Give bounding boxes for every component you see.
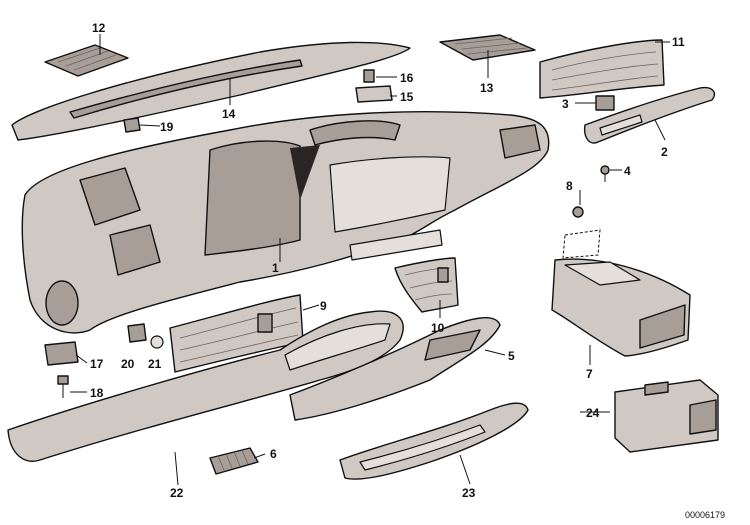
callout-6: 6 (270, 447, 277, 461)
part-18-screw (57, 375, 69, 398)
callout-2: 2 (661, 145, 668, 159)
part-3-clip (595, 95, 615, 111)
part-17-clip (44, 341, 79, 366)
callout-9: 9 (320, 299, 327, 313)
part-24-module (614, 379, 719, 453)
callout-14: 14 (222, 107, 236, 121)
part-22-lower-trim (7, 310, 404, 462)
part-15-bracket (355, 85, 393, 103)
callout-21: 21 (148, 357, 162, 371)
callout-17: 17 (90, 357, 104, 371)
callout-5: 5 (508, 349, 515, 363)
part-19-plug (123, 117, 141, 133)
callout-16: 16 (400, 71, 414, 85)
part-12-speaker-grille (44, 44, 129, 77)
part-16-bolt (363, 69, 375, 83)
callout-23: 23 (462, 486, 476, 500)
part-8-screw (562, 206, 601, 259)
part-11-wood-trim (539, 39, 665, 99)
callout-12: 12 (92, 21, 106, 35)
callout-22: 22 (170, 486, 184, 500)
part-2-right-trim (583, 86, 716, 144)
part-13-speaker-grille (439, 34, 536, 61)
part-4-screw (600, 165, 610, 182)
callout-4: 4 (624, 164, 631, 178)
part-23-floor-console (339, 402, 529, 480)
callout-labels: 1 2 3 4 5 6 7 8 9 10 11 12 13 14 15 16 1… (90, 21, 685, 500)
callout-13: 13 (480, 81, 494, 95)
part-21-ring (150, 335, 164, 349)
part-20-knob (127, 323, 147, 343)
part-1-dashboard (21, 111, 550, 334)
callout-3: 3 (562, 97, 569, 111)
callout-1: 1 (272, 261, 279, 275)
reference-number: 00006179 (685, 510, 725, 520)
callout-24: 24 (586, 406, 600, 420)
callout-19: 19 (160, 120, 174, 134)
part-5-console-trim (289, 317, 501, 421)
callout-18: 18 (90, 386, 104, 400)
part-7-glovebox (551, 258, 691, 357)
callout-20: 20 (121, 357, 135, 371)
callout-15: 15 (400, 90, 414, 104)
leader-lines (70, 34, 670, 486)
callout-8: 8 (566, 179, 573, 193)
callout-11: 11 (672, 35, 685, 49)
callout-7: 7 (586, 367, 593, 381)
callout-10: 10 (431, 321, 445, 335)
part-6-vent-grille (209, 447, 259, 475)
part-10-wood-trim (394, 257, 459, 313)
